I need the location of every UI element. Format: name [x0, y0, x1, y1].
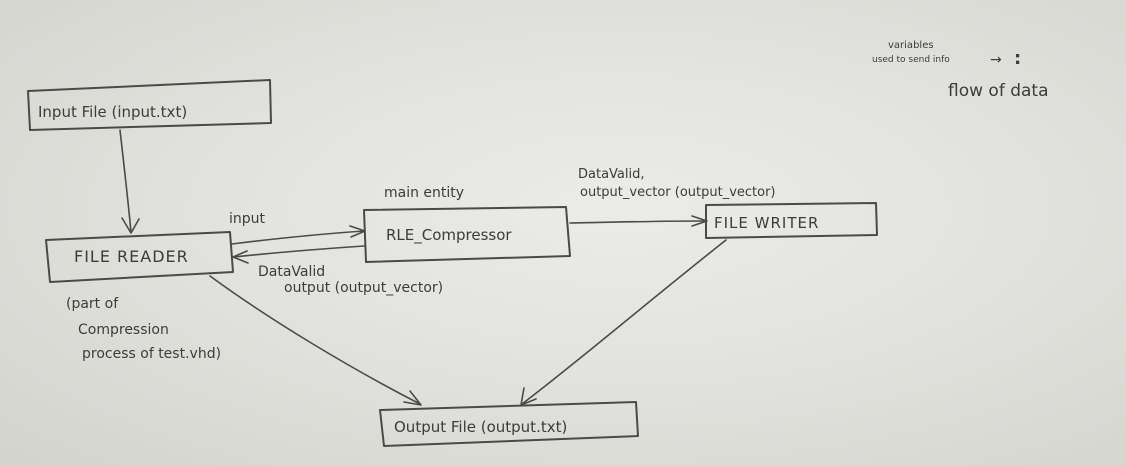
- node-rle-compressor: RLE_Compressor: [363, 206, 571, 263]
- node-input-file-label: Input File (input.txt): [38, 103, 187, 121]
- legend-meaning: flow of data: [948, 81, 1049, 101]
- node-output-file-label: Output File (output.txt): [394, 418, 567, 436]
- node-file-writer: FILE WRITER: [705, 202, 878, 239]
- annotation-reader-note-3: process of test.vhd): [82, 346, 221, 362]
- legend-top-line: variables: [888, 40, 934, 51]
- legend-second-line: used to send info: [872, 55, 950, 65]
- edge-compressor-to-reader: [232, 245, 365, 264]
- node-rle-compressor-label: RLE_Compressor: [386, 226, 512, 245]
- edge-label-input: input: [229, 211, 266, 227]
- edge-writer-to-output: [520, 239, 727, 406]
- legend-arrow-icon: →: [990, 52, 1002, 68]
- edge-compressor-to-writer: [569, 215, 708, 227]
- node-file-reader-label: FILE READER: [74, 247, 189, 266]
- node-output-file: Output File (output.txt): [379, 401, 639, 447]
- annotation-reader-note-2: Compression: [78, 322, 169, 338]
- edge-label-writer-in-1: DataValid,: [578, 167, 645, 182]
- edge-label-reader-return-2: output (output_vector): [284, 280, 443, 296]
- legend-colon: :: [1014, 48, 1021, 69]
- node-input-file: Input File (input.txt): [27, 79, 272, 131]
- annotation-reader-note-1: (part of: [66, 296, 119, 312]
- edge-reader-to-compressor: [231, 225, 366, 245]
- legend: variables used to send info → : flow of …: [872, 40, 1049, 101]
- edge-input-to-reader: [119, 129, 140, 234]
- annotation-main-entity: main entity: [384, 185, 464, 201]
- node-file-writer-label: FILE WRITER: [714, 214, 819, 232]
- edge-reader-to-output: [209, 275, 422, 406]
- edge-label-reader-return-1: DataValid: [258, 264, 325, 280]
- node-file-reader: FILE READER: [45, 231, 234, 283]
- edge-label-writer-in-2: output_vector (output_vector): [580, 185, 776, 200]
